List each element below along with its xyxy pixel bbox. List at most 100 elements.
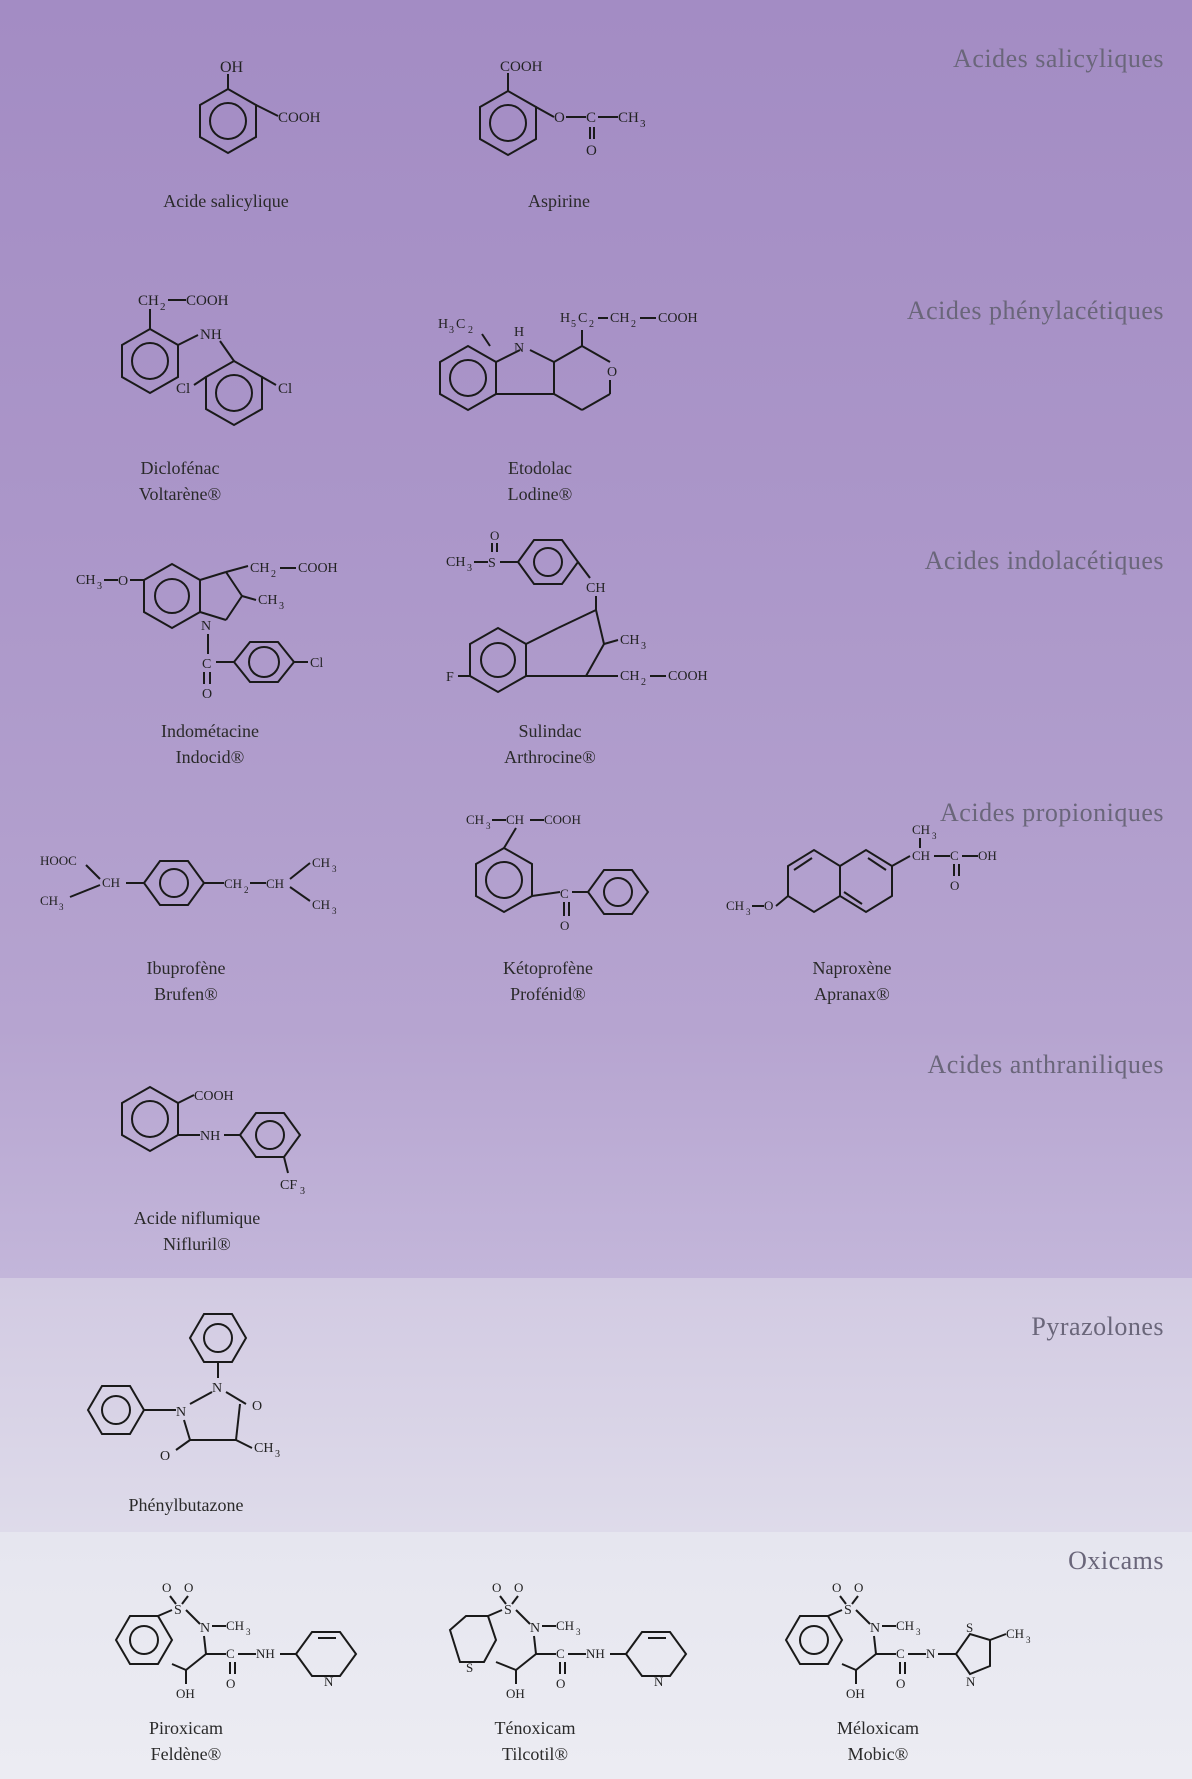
brand-name: Brufen® (154, 984, 218, 1004)
svg-text:COOH: COOH (668, 669, 708, 684)
svg-text:3: 3 (467, 563, 472, 574)
compound-name: Ibuprofène (146, 958, 226, 978)
svg-text:O: O (492, 1580, 501, 1595)
compound-name: Acide salicylique (163, 191, 289, 211)
structure-acide-salicylique: OH COOH (150, 59, 330, 180)
section-pyrazolones: Pyrazolones (0, 1278, 1192, 1532)
svg-text:O: O (252, 1399, 262, 1414)
svg-text:NH: NH (200, 1129, 220, 1144)
svg-text:2: 2 (244, 885, 249, 895)
svg-text:OH: OH (846, 1686, 865, 1701)
svg-text:3: 3 (275, 1449, 280, 1460)
svg-text:O: O (560, 918, 569, 933)
svg-text:N: N (870, 1621, 880, 1636)
svg-text:N: N (324, 1674, 334, 1689)
svg-text:CH: CH (224, 876, 242, 891)
svg-text:3: 3 (97, 581, 102, 592)
svg-text:3: 3 (246, 1627, 251, 1637)
section-title: Pyrazolones (1031, 1312, 1164, 1341)
svg-text:CF: CF (280, 1178, 297, 1193)
compound-name: Diclofénac (140, 458, 220, 478)
svg-text:COOH: COOH (298, 561, 338, 576)
svg-text:O: O (950, 878, 959, 893)
svg-text:N: N (200, 1621, 210, 1636)
section-anthranilic: Acides anthraniliques (0, 1026, 1192, 1278)
svg-text:C: C (586, 110, 596, 126)
svg-text:OH: OH (176, 1686, 195, 1701)
label-acide-niflumique: Acide niflumique Nifluril® (134, 1205, 260, 1257)
svg-text:CH: CH (1006, 1626, 1024, 1641)
svg-text:H: H (560, 311, 570, 326)
svg-text:NH: NH (200, 327, 222, 343)
svg-text:3: 3 (640, 118, 646, 130)
svg-text:CH: CH (466, 812, 484, 827)
svg-text:CH: CH (226, 1618, 244, 1633)
label-ibuprofene: Ibuprofène Brufen® (147, 955, 226, 1007)
svg-text:N: N (530, 1621, 540, 1636)
svg-text:H: H (438, 317, 448, 332)
svg-text:O: O (514, 1580, 523, 1595)
brand-name: Mobic® (847, 1744, 909, 1764)
label-aspirine: Aspirine (528, 188, 590, 214)
svg-text:N: N (926, 1646, 936, 1661)
brand-name: Apranax® (814, 984, 890, 1004)
svg-text:H: H (514, 325, 524, 340)
structure-diclofenac: CH 2 COOH NH Cl Cl (110, 285, 330, 455)
svg-text:CH: CH (912, 848, 930, 863)
svg-text:3: 3 (300, 1186, 305, 1197)
svg-text:CH: CH (250, 561, 269, 576)
svg-text:S: S (966, 1620, 973, 1635)
svg-text:CH: CH (912, 822, 930, 837)
svg-text:N: N (514, 341, 524, 356)
brand-name: Voltarène® (138, 484, 222, 504)
svg-text:Cl: Cl (176, 381, 190, 397)
svg-text:N: N (654, 1674, 664, 1689)
svg-text:3: 3 (576, 1627, 581, 1637)
svg-text:CH: CH (138, 293, 159, 309)
svg-text:Cl: Cl (278, 381, 292, 397)
section-phenylacetic: Acides phénylacétiques (0, 260, 1192, 518)
svg-text:O: O (118, 574, 128, 589)
svg-text:COOH: COOH (278, 110, 321, 126)
svg-text:3: 3 (332, 864, 337, 874)
section-title: Oxicams (1068, 1546, 1164, 1575)
section-title: Acides propioniques (940, 798, 1164, 827)
svg-text:COOH: COOH (186, 293, 229, 309)
brand-name: Indocid® (175, 747, 245, 767)
svg-text:O: O (854, 1580, 863, 1595)
svg-text:O: O (184, 1580, 193, 1595)
svg-text:O: O (764, 898, 773, 913)
svg-text:OH: OH (978, 848, 997, 863)
svg-text:COOH: COOH (194, 1089, 234, 1104)
svg-text:N: N (201, 619, 211, 634)
label-acide-salicylique: Acide salicylique (163, 188, 288, 214)
label-diclofenac: Diclofénac Voltarène® (139, 455, 221, 507)
svg-text:F: F (446, 670, 454, 685)
svg-text:3: 3 (916, 1627, 921, 1637)
svg-text:CH: CH (446, 555, 465, 570)
svg-text:3: 3 (449, 325, 454, 336)
svg-text:C: C (896, 1646, 905, 1661)
label-sulindac: Sulindac Arthrocine® (504, 718, 596, 770)
svg-text:NH: NH (256, 1646, 275, 1661)
brand-name: Nifluril® (163, 1234, 231, 1254)
section-title: Acides anthraniliques (927, 1050, 1164, 1079)
section-title: Acides phénylacétiques (906, 296, 1164, 325)
section-title: Acides salicyliques (953, 44, 1164, 73)
svg-text:3: 3 (932, 831, 937, 841)
svg-text:3: 3 (279, 601, 284, 612)
svg-text:O: O (160, 1449, 170, 1464)
svg-text:2: 2 (468, 325, 473, 336)
label-naproxene: Naproxène Apranax® (813, 955, 892, 1007)
compound-name: Phénylbutazone (128, 1495, 244, 1515)
svg-text:CH: CH (40, 893, 58, 908)
svg-text:HOOC: HOOC (40, 853, 77, 868)
brand-name: Lodine® (507, 484, 573, 504)
svg-text:OH: OH (220, 59, 244, 76)
section-propionic: Acides propioniques (0, 776, 1192, 1026)
svg-text:C: C (456, 317, 465, 332)
